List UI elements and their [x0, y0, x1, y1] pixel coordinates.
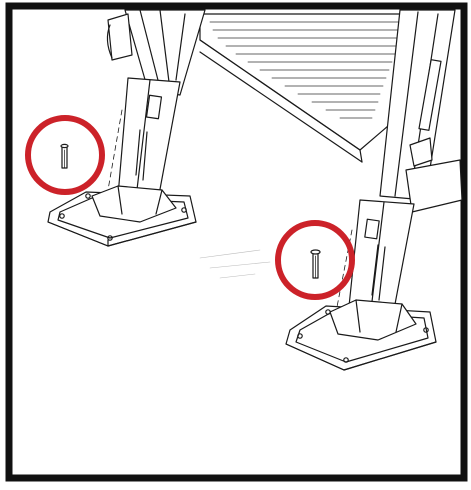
ground-shading — [199, 249, 271, 279]
left-base-plate — [47, 185, 197, 247]
anchor-bolt-right — [310, 249, 321, 279]
right-stringer-leg — [335, 9, 463, 321]
callout-circle-right — [275, 220, 355, 300]
right-base-plate — [285, 299, 437, 371]
left-stringer-leg — [106, 9, 206, 201]
grated-platform — [199, 13, 421, 163]
anchor-bolt-left — [60, 143, 69, 169]
callout-circle-left — [25, 115, 105, 195]
